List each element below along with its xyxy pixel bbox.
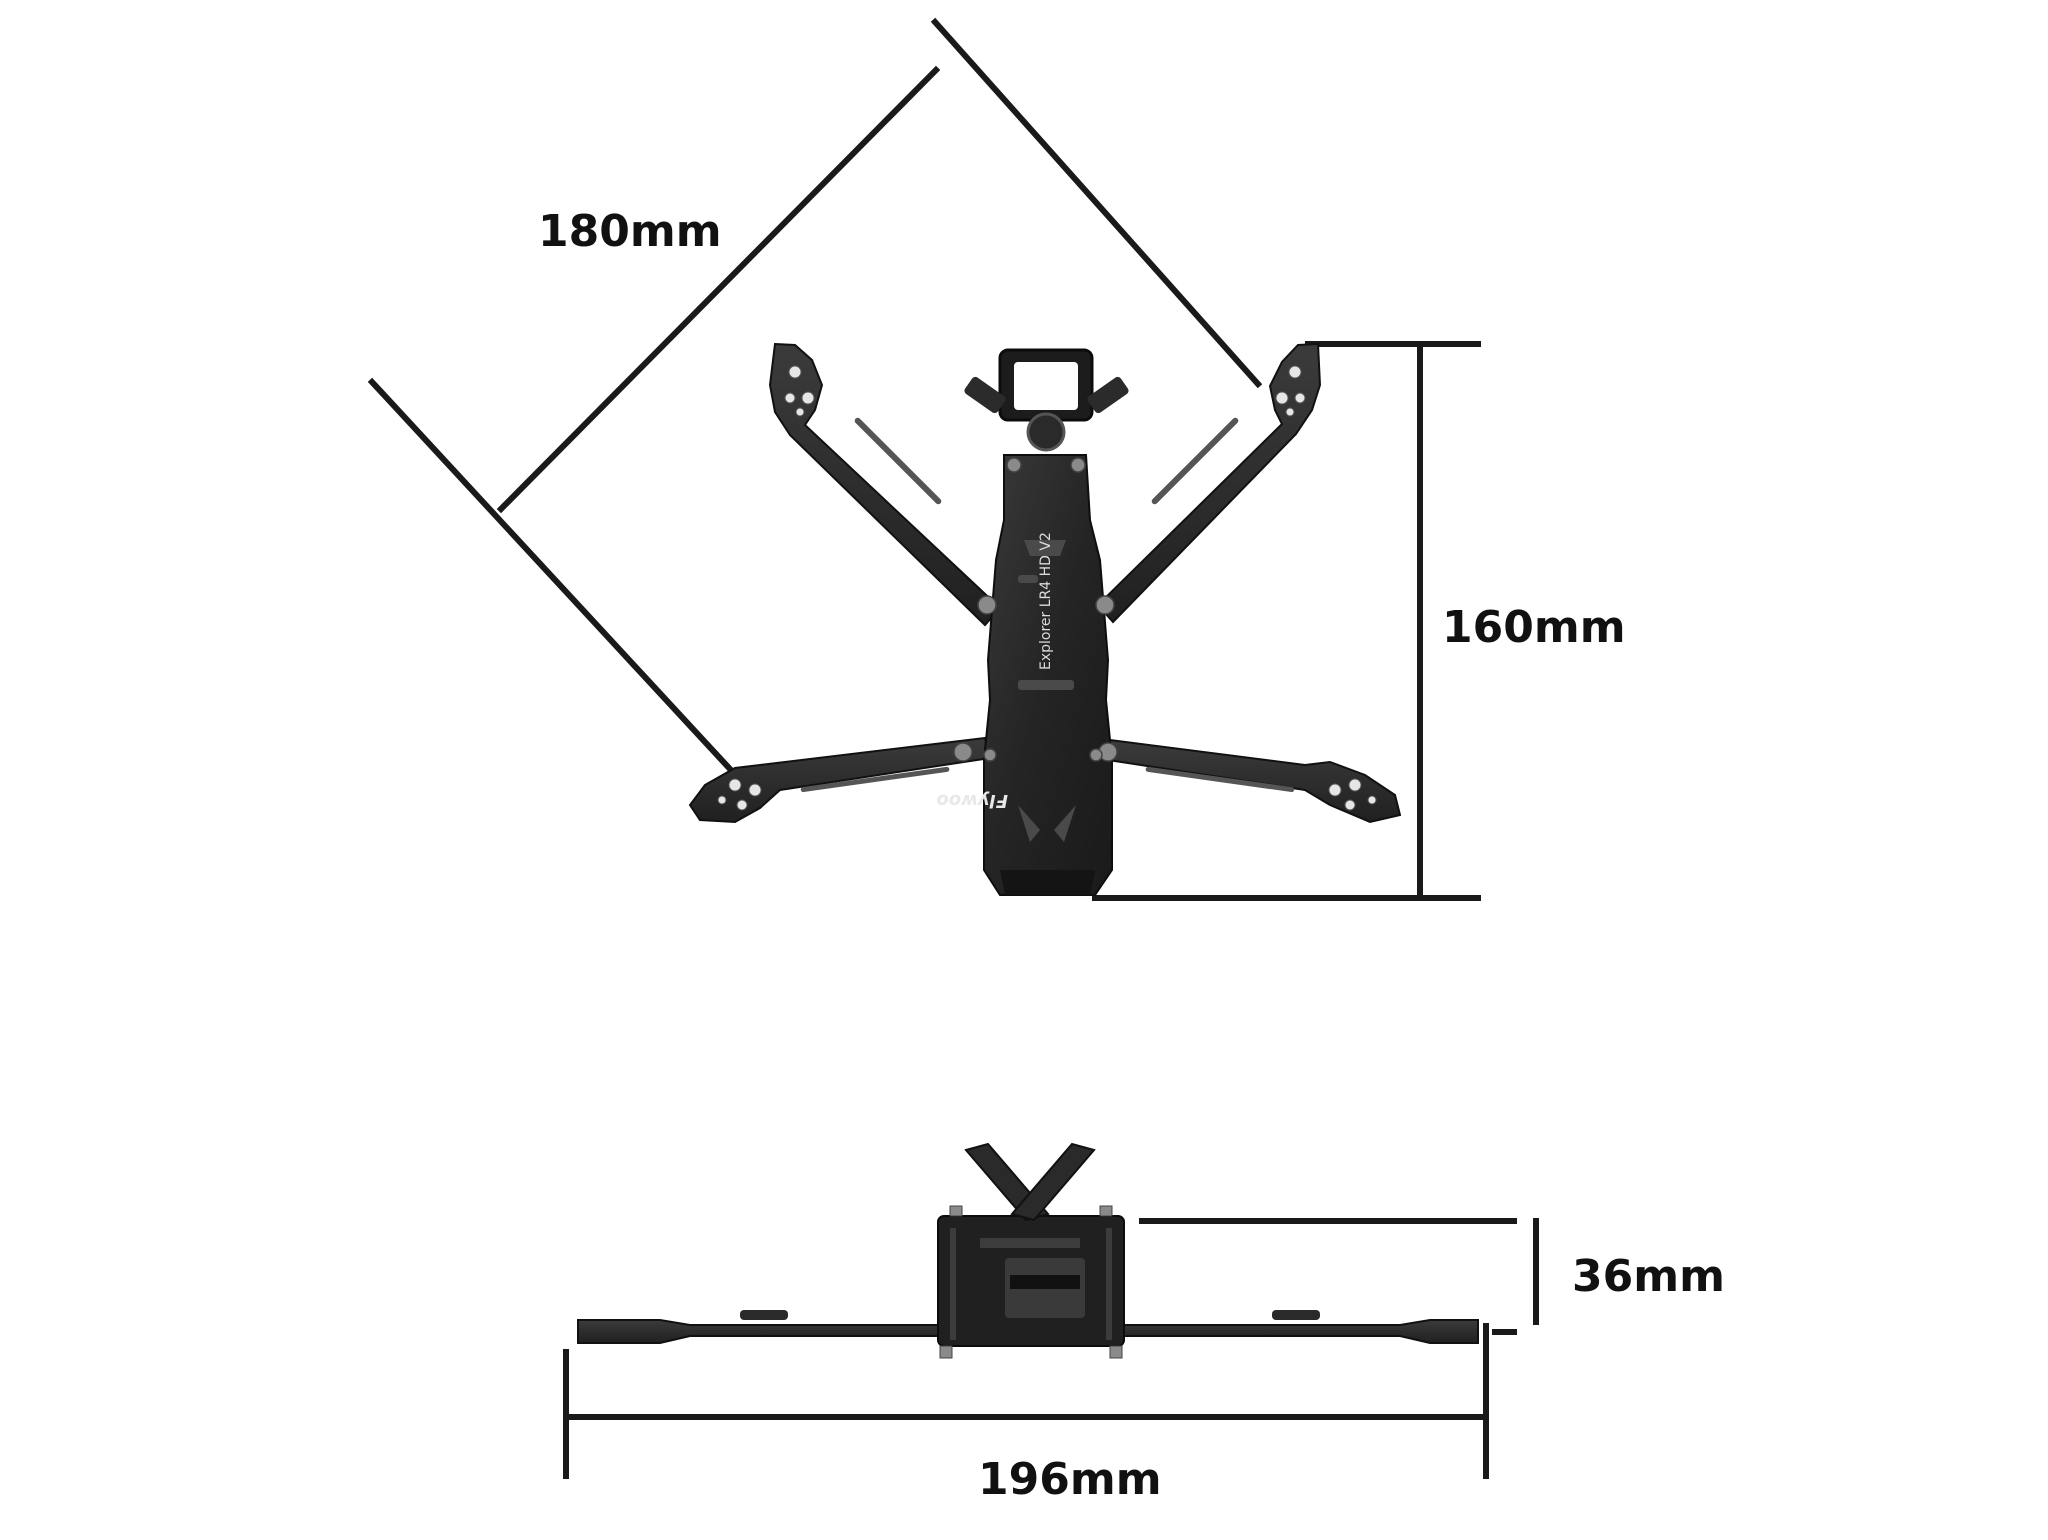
frame-top-view: Explorer LR4 HD V2 Flywoo	[688, 342, 1402, 896]
battery-strap-area	[1000, 870, 1095, 895]
side-view-dimension-lines	[563, 1218, 1539, 1479]
arm-upper-left	[768, 342, 1002, 627]
top-view-dimension-lines	[367, 17, 1481, 901]
dimension-label-width: 196mm	[978, 1454, 1162, 1505]
side-motor-pad-right	[1272, 1310, 1320, 1320]
antenna-mount-left	[964, 376, 1006, 414]
center-plate-cutouts	[1018, 540, 1076, 842]
diagonal-extension-line-upper	[930, 17, 1263, 389]
frame-center-plate	[983, 454, 1113, 896]
side-motor-pad-left	[740, 1310, 788, 1320]
frame-side-view	[577, 1142, 1479, 1359]
frame-arms	[688, 342, 1402, 824]
dimension-label-diagonal: 180mm	[538, 206, 722, 257]
dimension-label-height: 160mm	[1442, 602, 1626, 653]
camera-lens	[1026, 412, 1066, 452]
diagonal-dimension-line	[496, 65, 941, 514]
arm-slots	[800, 417, 1295, 793]
diagonal-extension-line-lower	[367, 377, 747, 787]
antenna-mount-right	[1087, 376, 1129, 414]
frame-standoffs	[953, 457, 1118, 762]
camera-mount	[964, 348, 1129, 452]
dimension-label-depth: 36mm	[1572, 1251, 1725, 1302]
motor-mount-holes	[717, 365, 1377, 811]
arm-lower-left	[688, 736, 992, 824]
arm-upper-right	[1096, 342, 1322, 624]
side-standoffs	[939, 1205, 1123, 1359]
brand-logo: Flywoo	[936, 790, 1008, 811]
side-antenna-right	[1010, 1142, 1096, 1222]
frame-model-label: Explorer LR4 HD V2	[1038, 532, 1054, 670]
